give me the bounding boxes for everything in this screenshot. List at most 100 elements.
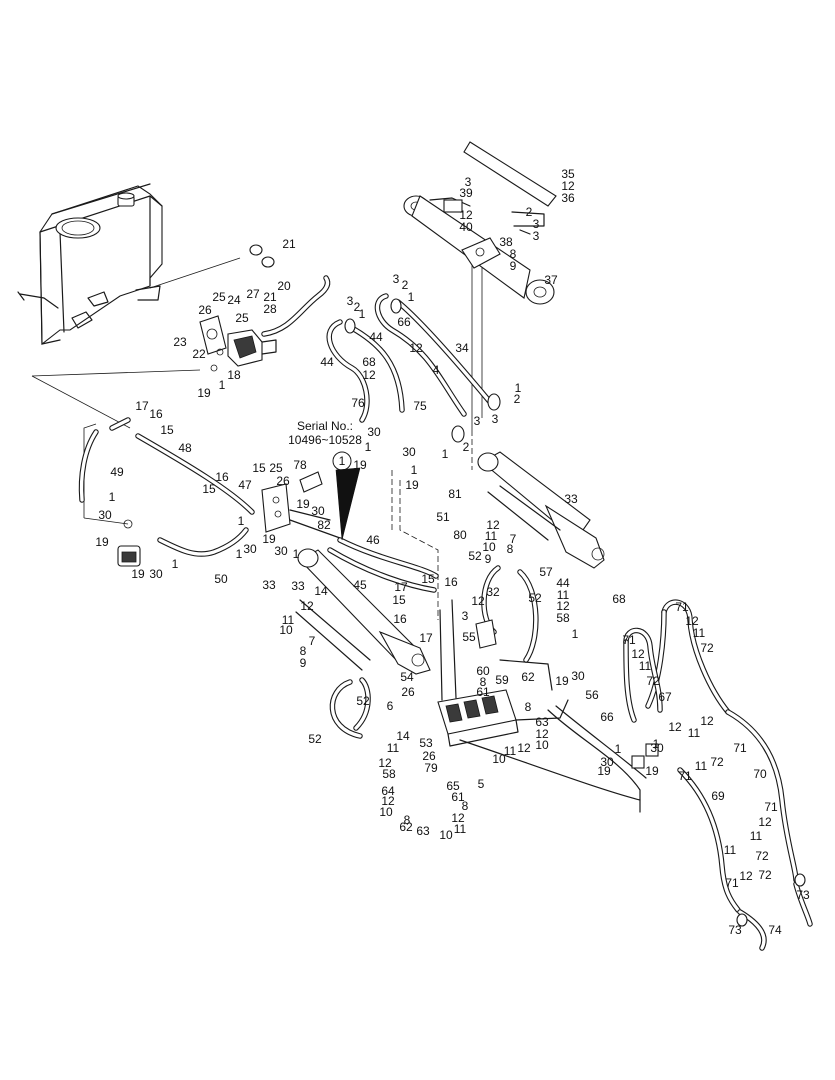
dashed-routing-lines	[391, 430, 473, 620]
part-callout-52: 52	[468, 549, 482, 563]
part-callout-71: 71	[764, 800, 778, 814]
part-callout-38: 38	[499, 235, 513, 249]
part-callout-12: 12	[685, 614, 699, 628]
part-callout-15: 15	[252, 461, 266, 475]
part-callout-19: 19	[197, 386, 211, 400]
part-callout-3: 3	[492, 412, 499, 426]
part-callout-51: 51	[436, 510, 450, 524]
part-callout-25: 25	[269, 461, 283, 475]
part-callout-66: 66	[600, 710, 614, 724]
part-callout-12: 12	[561, 179, 575, 193]
part-callout-30: 30	[650, 741, 664, 755]
part-callout-12: 12	[300, 599, 314, 613]
part-callout-34: 34	[455, 341, 469, 355]
part-callout-1: 1	[572, 627, 579, 641]
part-callout-73: 73	[728, 923, 742, 937]
serial-note-line1: Serial No.:	[297, 419, 353, 433]
part-callout-19: 19	[597, 764, 611, 778]
part-callout-75: 75	[413, 399, 427, 413]
part-callout-30: 30	[600, 755, 614, 769]
part-callout-71: 71	[733, 741, 747, 755]
part-callout-12: 12	[517, 741, 531, 755]
part-callout-40: 40	[459, 220, 473, 234]
part-callout-14: 14	[314, 584, 328, 598]
cylinder-hoses	[327, 537, 439, 593]
part-callout-35: 35	[561, 167, 575, 181]
part-callout-53: 53	[419, 736, 433, 750]
part-callout-1: 1	[408, 290, 415, 304]
part-callout-68: 68	[362, 355, 376, 369]
part-callout-70: 70	[753, 767, 767, 781]
part-callout-1: 1	[219, 378, 226, 392]
serial-callout-number: 1	[339, 454, 346, 468]
part-callout-49: 49	[110, 465, 124, 479]
part-callout-79: 79	[424, 761, 438, 775]
part-callout-78: 78	[293, 458, 307, 472]
control-valve	[437, 599, 569, 747]
part-callout-12: 12	[409, 341, 423, 355]
part-callout-12: 12	[459, 208, 473, 222]
part-callout-11: 11	[639, 659, 652, 673]
part-callout-44: 44	[320, 355, 334, 369]
part-callout-3: 3	[393, 272, 400, 286]
part-callout-3: 3	[347, 294, 354, 308]
top-right-cylinder	[403, 141, 557, 305]
part-callout-19: 19	[555, 674, 569, 688]
part-callout-28: 28	[263, 302, 277, 316]
part-callout-8: 8	[525, 700, 532, 714]
part-callout-19: 19	[405, 478, 419, 492]
part-callout-44: 44	[556, 576, 570, 590]
part-callout-15: 15	[421, 572, 435, 586]
part-callout-68: 68	[612, 592, 626, 606]
part-callout-2: 2	[402, 278, 409, 292]
part-callout-33: 33	[291, 579, 305, 593]
part-callout-69: 69	[711, 789, 725, 803]
part-callout-63: 63	[416, 824, 430, 838]
part-callout-3: 3	[533, 229, 540, 243]
part-callout-82: 82	[317, 518, 331, 532]
part-callout-30: 30	[571, 669, 585, 683]
hydraulic-tank	[17, 183, 163, 346]
part-callout-12: 12	[362, 368, 376, 382]
part-callout-58: 58	[556, 611, 570, 625]
part-callout-21: 21	[263, 290, 277, 304]
part-callout-25: 25	[235, 311, 249, 325]
left-hoses	[78, 417, 255, 567]
part-callout-1: 1	[515, 381, 522, 395]
part-callout-62: 62	[521, 670, 535, 684]
part-callout-67: 67	[658, 690, 672, 704]
part-callout-30: 30	[367, 425, 381, 439]
part-callout-26: 26	[198, 303, 212, 317]
part-callout-72: 72	[646, 674, 660, 688]
part-callout-56: 56	[585, 688, 599, 702]
part-callout-71: 71	[622, 633, 636, 647]
part-callout-12: 12	[471, 594, 485, 608]
part-callout-17: 17	[419, 631, 433, 645]
part-callout-30: 30	[149, 567, 163, 581]
part-callout-10: 10	[535, 738, 549, 752]
part-callout-8: 8	[462, 799, 469, 813]
part-callout-12: 12	[668, 720, 682, 734]
part-callout-12: 12	[451, 811, 465, 825]
part-callout-48: 48	[178, 441, 192, 455]
part-callout-11: 11	[387, 741, 400, 755]
part-callout-72: 72	[758, 868, 772, 882]
part-callout-9: 9	[300, 656, 307, 670]
part-callout-60: 60	[476, 664, 490, 678]
part-callout-58: 58	[382, 767, 396, 781]
part-callout-1: 1	[236, 547, 243, 561]
part-callout-30: 30	[243, 542, 257, 556]
part-callout-1: 1	[365, 440, 372, 454]
part-callout-19: 19	[262, 532, 276, 546]
part-callout-57: 57	[539, 565, 553, 579]
part-callout-19: 19	[645, 764, 659, 778]
boom-cylinder-left	[295, 548, 431, 675]
part-callout-55: 55	[462, 630, 476, 644]
part-callout-15: 15	[202, 482, 216, 496]
serial-note-line2: 10496~10528	[288, 433, 362, 447]
part-callout-11: 11	[750, 829, 763, 843]
part-callout-14: 14	[396, 729, 410, 743]
part-callout-9: 9	[485, 552, 492, 566]
part-callout-17: 17	[135, 399, 149, 413]
part-callout-11: 11	[557, 588, 570, 602]
